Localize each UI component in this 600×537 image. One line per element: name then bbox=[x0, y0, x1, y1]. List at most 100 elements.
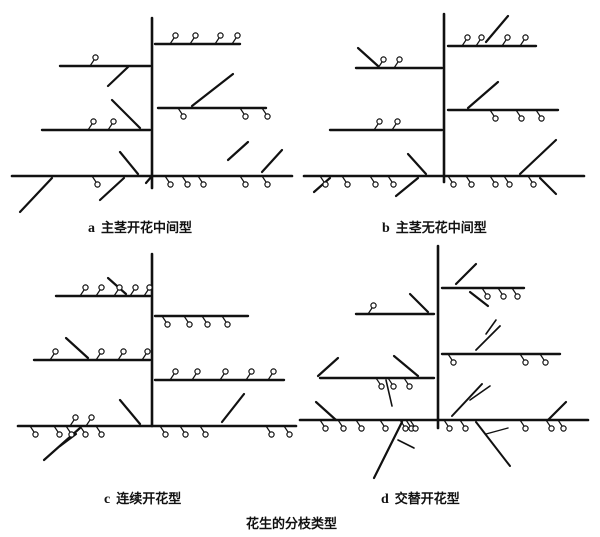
a-upper-left-flower-1-stalk bbox=[89, 59, 95, 67]
b-middle-left-flower-2-stalk bbox=[391, 123, 397, 131]
a-upper-right-flower-2 bbox=[192, 32, 199, 39]
secondary-twig bbox=[484, 14, 510, 44]
secondary-twig bbox=[118, 398, 142, 426]
panel-d-caption-text: 交替开花型 bbox=[394, 492, 460, 507]
c-upper-right-flower-1-stalk bbox=[161, 315, 167, 323]
secondary-twig bbox=[226, 140, 250, 162]
panel-c-caption-text: 连续开花型 bbox=[116, 492, 182, 507]
c-upper-left-flower-2 bbox=[98, 284, 105, 291]
c-middle-left-flower-2 bbox=[98, 348, 105, 355]
b-base-flower-4 bbox=[390, 181, 397, 188]
d-base-flower-7-stalk bbox=[545, 419, 551, 427]
secondary-twig bbox=[485, 319, 497, 335]
a-base-flower-4 bbox=[200, 181, 207, 188]
b-base-flower-7-stalk bbox=[489, 175, 495, 183]
d-upper-right-flower-2 bbox=[500, 293, 507, 300]
d-base-flower-2-stalk bbox=[337, 419, 343, 427]
secondary-twig bbox=[18, 176, 54, 214]
b-base-flower-8 bbox=[506, 181, 513, 188]
c-base-lower-flower-3-stalk bbox=[65, 425, 71, 433]
b-middle-right-flower-3 bbox=[538, 115, 545, 122]
secondary-twig bbox=[372, 420, 404, 480]
panel-c-letter: c bbox=[104, 492, 111, 507]
a-upper-right-flower-1 bbox=[172, 32, 179, 39]
c-upper-right-flower-4 bbox=[224, 321, 231, 328]
d-lower-branch-flower-1 bbox=[382, 425, 389, 432]
c-middle-left-flower-2-stalk bbox=[95, 353, 101, 361]
d-middle-right-flower-2-stalk bbox=[519, 353, 525, 361]
c-upper-right-flower-3-stalk bbox=[201, 315, 207, 323]
b-base-flower-2 bbox=[344, 181, 351, 188]
d-base-flower-4 bbox=[446, 425, 453, 432]
d-middle-left-flower-3-stalk bbox=[403, 377, 409, 385]
c-upper-left-flower-5 bbox=[146, 284, 153, 291]
c-upper-left-flower-2-stalk bbox=[95, 289, 101, 297]
secondary-twig bbox=[260, 148, 284, 174]
a-middle-right-flower-3 bbox=[264, 113, 271, 120]
c-base-upper-flower-2 bbox=[88, 414, 95, 421]
b-base-flower-1-stalk bbox=[319, 175, 325, 183]
a-base-flower-5-stalk bbox=[239, 175, 245, 183]
b-base-flower-1 bbox=[322, 181, 329, 188]
a-upper-right-flower-2-stalk bbox=[189, 37, 195, 45]
c-upper-left-flower-1-stalk bbox=[79, 289, 85, 297]
d-lower-branch-flower-4-stalk bbox=[409, 419, 415, 427]
d-lower-branch-flower-1-stalk bbox=[379, 419, 385, 427]
c-base-lower-flower-3 bbox=[68, 431, 75, 438]
a-base-flower-3 bbox=[184, 181, 191, 188]
panel-b-main-stem-no-flower-intermediate bbox=[302, 12, 586, 198]
panel-d-letter: d bbox=[381, 492, 389, 507]
b-upper-right-flower-1 bbox=[464, 34, 471, 41]
a-middle-left-flower-1 bbox=[90, 118, 97, 125]
c-base-lower-flower-10-stalk bbox=[283, 425, 289, 433]
secondary-twig bbox=[64, 336, 90, 360]
c-middle-right-flower-2 bbox=[194, 368, 201, 375]
secondary-twig bbox=[466, 80, 500, 110]
c-upper-right-flower-2 bbox=[186, 321, 193, 328]
c-base-lower-flower-6 bbox=[162, 431, 169, 438]
d-lower-branch-flower-3-stalk bbox=[405, 419, 411, 427]
b-base-flower-6 bbox=[468, 181, 475, 188]
c-middle-right-flower-5-stalk bbox=[267, 373, 273, 381]
secondary-twig bbox=[538, 176, 558, 196]
c-middle-left-flower-4 bbox=[144, 348, 151, 355]
c-upper-left-flower-1 bbox=[82, 284, 89, 291]
b-middle-right-flower-2-stalk bbox=[515, 109, 521, 117]
b-middle-left-flower-1 bbox=[376, 118, 383, 125]
a-middle-left-flower-2 bbox=[110, 118, 117, 125]
secondary-twig bbox=[385, 379, 393, 407]
a-base-flower-3-stalk bbox=[181, 175, 187, 183]
c-base-lower-flower-4 bbox=[82, 431, 89, 438]
d-upper-left-flower-1-stalk bbox=[367, 307, 373, 315]
b-base-flower-9-stalk bbox=[527, 175, 533, 183]
b-middle-right-flower-1 bbox=[492, 115, 499, 122]
c-base-lower-flower-10 bbox=[286, 431, 293, 438]
d-upper-left-flower-1 bbox=[370, 302, 377, 309]
d-middle-left-flower-2-stalk bbox=[387, 377, 393, 385]
a-middle-right-flower-2 bbox=[242, 113, 249, 120]
b-middle-right-flower-1-stalk bbox=[489, 109, 495, 117]
b-middle-left-flower-1-stalk bbox=[373, 123, 379, 131]
d-base-flower-8 bbox=[560, 425, 567, 432]
c-base-lower-flower-5 bbox=[98, 431, 105, 438]
a-upper-left-flower-1 bbox=[92, 54, 99, 61]
secondary-twig bbox=[316, 356, 340, 378]
c-middle-left-flower-1 bbox=[52, 348, 59, 355]
d-middle-right-flower-1 bbox=[450, 359, 457, 366]
d-base-flower-7 bbox=[548, 425, 555, 432]
b-upper-right-flower-3-stalk bbox=[501, 39, 507, 47]
secondary-twig bbox=[469, 385, 491, 401]
d-base-flower-6 bbox=[522, 425, 529, 432]
c-base-lower-flower-1 bbox=[32, 431, 39, 438]
d-upper-right-flower-1 bbox=[484, 293, 491, 300]
b-base-flower-9 bbox=[530, 181, 537, 188]
c-upper-left-flower-4 bbox=[132, 284, 139, 291]
secondary-twig bbox=[475, 421, 511, 467]
secondary-twig bbox=[220, 392, 246, 424]
d-base-flower-4-stalk bbox=[443, 419, 449, 427]
d-lower-branch-flower-2-stalk bbox=[399, 419, 405, 427]
d-middle-left-flower-1-stalk bbox=[375, 377, 381, 385]
d-middle-right-flower-1-stalk bbox=[447, 353, 453, 361]
